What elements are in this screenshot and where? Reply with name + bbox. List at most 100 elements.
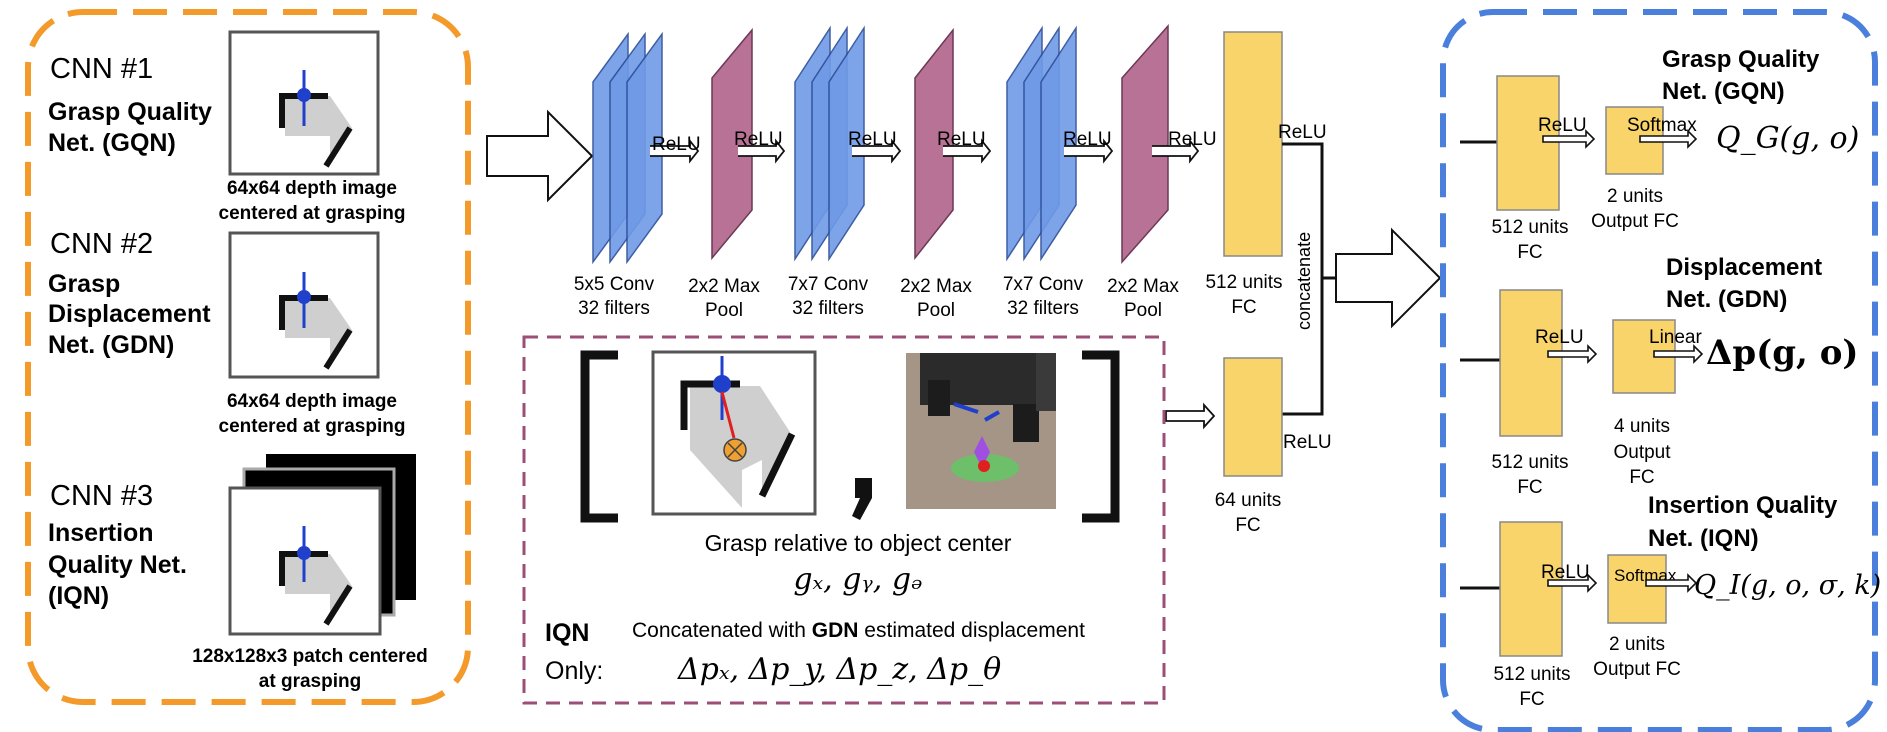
head2-fc [1499,289,1563,437]
head3-arrow-1 [1547,573,1598,593]
layer-caption-1b: 32 filters [578,298,650,319]
relu-label-1: ReLU [652,134,701,155]
head3-out-fc [1607,554,1667,624]
concat-note-bold: GDN [812,619,859,642]
cnn1-title: CNN #1 [50,53,153,85]
grasp-input-panel [522,335,1166,705]
cnn1-caption-1: 64x64 depth image [227,178,397,199]
iqn-only-label-2: Only: [545,657,603,685]
head1-out-caption-2: Output FC [1591,211,1679,232]
head1-arrow-2 [1639,129,1698,149]
cnn3-title: CNN #3 [50,480,153,512]
cnn3-name-1: Insertion [48,519,154,547]
head2-out-caption-2: Output [1613,442,1671,463]
cnn2-name-3: Net. (GDN) [48,331,174,359]
head1-fc-caption-2: FC [1517,242,1542,263]
head3-fc-caption-1: 512 units [1493,664,1570,685]
head3-output: Q_I(g, o, σ, k) [1694,570,1881,601]
relu-label-fc512: ReLU [1278,122,1327,143]
left-bracket [580,350,618,523]
head3-out-caption-1: 2 units [1609,634,1665,655]
grasp-depth-image [651,350,817,516]
cnn2-caption-2: centered at grasping [219,416,406,437]
head3-title-2: Net. (IQN) [1648,525,1759,552]
layer-caption-7a: 512 units [1205,272,1282,293]
displacement-variables: Δpₓ, Δp_y, Δp_z, Δp_θ [677,652,1001,687]
right-panel-border [1440,9,1878,732]
fc64-caption-1: 64 units [1215,490,1282,511]
pool-layer-3 [1121,24,1169,264]
layer-caption-4b: Pool [917,300,955,321]
robot-gripper-photo [906,353,1056,509]
pool-layer-2 [914,27,954,261]
iqn-only-label-1: IQN [545,619,589,647]
layer-caption-6a: 2x2 Max [1107,276,1179,297]
fc-64 [1223,357,1283,477]
head2-title-2: Net. (GDN) [1666,286,1787,313]
grasp-variables: gₓ, gᵧ, gₔ [793,562,922,597]
head1-arrow-1 [1542,129,1596,149]
cnn3-name-3: (IQN) [48,582,109,610]
concat-connector [1282,142,1336,416]
head1-act: Softmax [1627,115,1697,136]
fc64-caption-2: FC [1235,515,1260,536]
cnn1-caption-2: centered at grasping [219,203,406,224]
head2-relu: ReLU [1535,327,1584,348]
cnn1-name-1: Grasp Quality [48,98,212,126]
layer-caption-7b: FC [1231,297,1256,318]
conv-layer-1 [592,31,663,265]
layer-caption-3a: 7x7 Conv [788,274,869,295]
head2-title-1: Displacement [1666,254,1822,281]
input-arrow [486,109,594,203]
pool-layer-1 [711,27,753,261]
comma-glyph [852,478,872,520]
depth-image-1 [228,30,380,176]
cnn2-name-1: Grasp [48,270,120,298]
head3-out-caption-2: Output FC [1593,659,1681,680]
head1-relu: ReLU [1538,115,1587,136]
relu-label-5: ReLU [1063,129,1112,150]
head2-arrow-2 [1653,344,1704,364]
cnn2-name-2: Displacement [48,300,211,328]
head1-title-1: Grasp Quality [1662,46,1820,73]
relu-label-4: ReLU [937,129,986,150]
head3-arrow-2 [1645,573,1698,593]
head2-arrow-1 [1547,344,1598,364]
layer-caption-1a: 5x5 Conv [574,274,655,295]
left-panel-border [25,9,471,705]
head1-fc [1496,75,1560,211]
conv-layer-3 [1006,25,1077,262]
head1-fc-caption-1: 512 units [1491,217,1568,238]
concat-note-prefix: Concatenated with [632,619,812,642]
grasp-to-fc64-arrow [1165,402,1216,430]
relu-label-3: ReLU [848,129,897,150]
layer-caption-4a: 2x2 Max [900,276,972,297]
head2-fc-caption-1: 512 units [1491,452,1568,473]
rgb-patch-stack [228,454,416,636]
cnn2-title: CNN #2 [50,228,153,260]
head3-title-1: Insertion Quality [1648,492,1838,519]
layer-caption-2b: Pool [705,300,743,321]
head2-fc-caption-2: FC [1517,477,1542,498]
relu-label-2: ReLU [734,129,783,150]
fc-512-shared [1223,31,1283,257]
head3-fc [1499,521,1563,657]
head1-title-2: Net. (GQN) [1662,78,1785,105]
cnn3-name-2: Quality Net. [48,551,187,579]
cnn3-caption-2: at grasping [259,671,361,692]
cnn3-caption-1: 128x128x3 patch centered [192,646,428,667]
concat-note-suffix: estimated displacement [858,619,1085,642]
layer-caption-2a: 2x2 Max [688,276,760,297]
relu-arrows [650,138,1200,164]
layer-caption-3b: 32 filters [792,298,864,319]
right-bracket [1082,350,1120,523]
relu-label-fc64: ReLU [1283,432,1332,453]
head2-output: Δp(g, o) [1706,333,1858,373]
depth-image-2 [228,231,380,379]
head1-out-caption-1: 2 units [1607,186,1663,207]
head2-out-caption-1: 4 units [1614,416,1670,437]
head2-out-caption-3: FC [1629,467,1654,488]
relu-label-6: ReLU [1168,129,1217,150]
head3-fc-caption-2: FC [1519,689,1544,710]
layer-caption-6b: Pool [1124,300,1162,321]
